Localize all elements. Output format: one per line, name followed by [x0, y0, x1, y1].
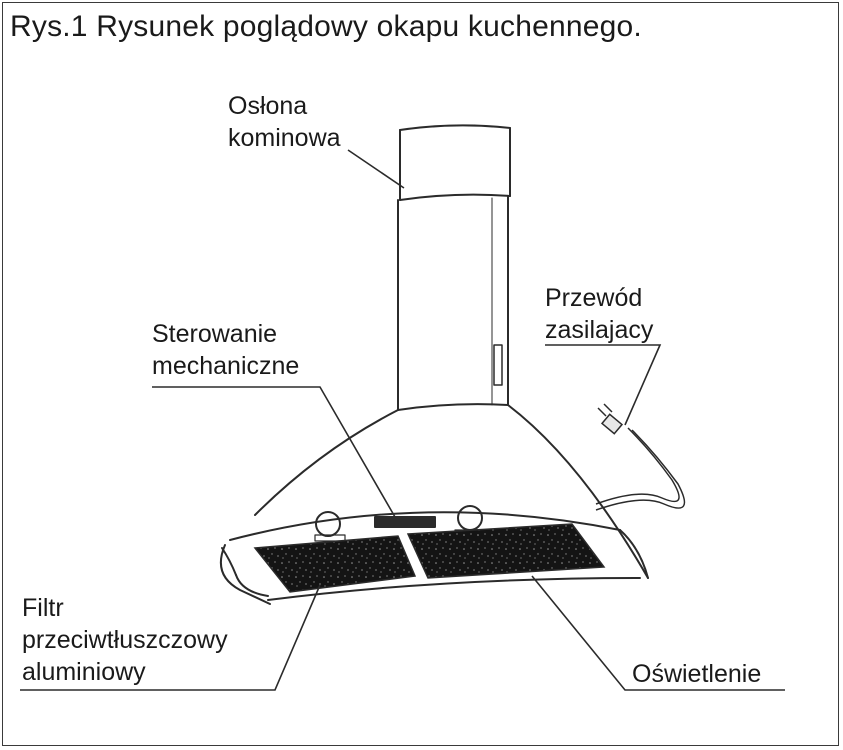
right-knob — [457, 505, 483, 531]
leader-filter — [20, 584, 321, 691]
vent-slot — [493, 344, 503, 386]
label-mechanical-control: Sterowanie mechaniczne — [152, 320, 300, 380]
leader-control — [152, 386, 396, 518]
power-cord-shape — [595, 403, 686, 511]
label-chimney-cover: Osłona kominowa — [228, 92, 341, 152]
label-lighting: Oświetlenie — [632, 660, 762, 688]
filter-panel-right — [406, 523, 606, 579]
hood-canopy-shape — [220, 403, 649, 605]
control-panel — [374, 516, 436, 528]
filter-panel-left — [253, 535, 417, 593]
left-knob — [315, 511, 341, 537]
label-filter: Filtr przeciwtłuszczowy aluminiowy — [22, 594, 228, 686]
leader-lighting — [531, 575, 785, 691]
figure-title: Rys.1 Rysunek poglądowy okapu kuchennego… — [10, 10, 642, 43]
leader-cord — [545, 344, 662, 426]
leader-chimney — [347, 149, 405, 189]
label-power-cord: Przewód zasilajacy — [545, 284, 654, 344]
chimney-cover-shape — [397, 124, 511, 411]
